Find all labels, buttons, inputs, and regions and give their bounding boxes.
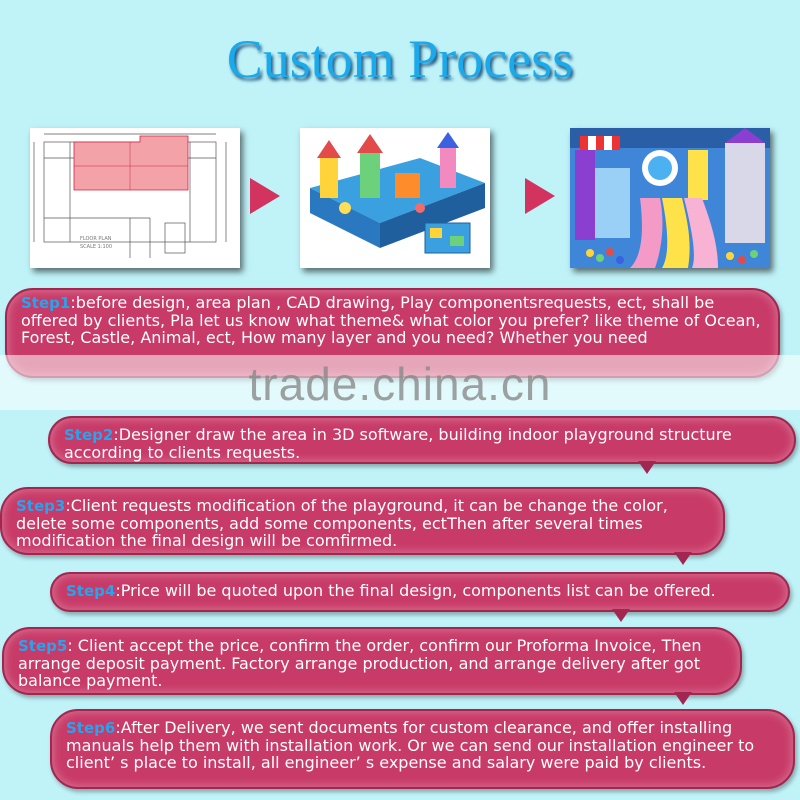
cad-caption-line1: FLOOR PLAN: [80, 236, 112, 242]
watermark-band: [0, 355, 800, 410]
step6-bubble: Step6:After Delivery, we sent documents …: [50, 709, 795, 789]
finished-playground-image: [570, 128, 770, 268]
bubble-tail: [674, 692, 692, 705]
step5-label: Step5: [18, 637, 68, 655]
step1-label: Step1: [21, 294, 71, 312]
bubble-tail: [674, 552, 692, 565]
cad-drawing-image: FLOOR PLAN SCALE 1:100: [30, 128, 240, 268]
bubble-tail: [638, 461, 656, 474]
step3-label: Step3: [16, 497, 66, 515]
watermark: trade.china.cn: [248, 358, 552, 410]
step2-label: Step2: [64, 426, 114, 444]
step6-label: Step6: [66, 719, 116, 737]
step6-text: :After Delivery, we sent documents for c…: [66, 718, 755, 772]
arrow-right-icon: [250, 178, 280, 214]
step2-bubble: Step2:Designer draw the area in 3D softw…: [48, 416, 796, 474]
step4-label: Step4: [66, 582, 116, 600]
step3-bubble: Step3:Client requests modification of th…: [0, 487, 725, 565]
step3-text: :Client requests modification of the pla…: [16, 496, 668, 550]
step1-text: :before design, area plan , CAD drawing,…: [21, 293, 761, 347]
bubble-tail: [612, 609, 630, 622]
step5-bubble: Step5: Client accept the price, confirm …: [2, 627, 742, 705]
cad-caption-line2: SCALE 1:100: [80, 244, 112, 250]
page-title: Custom Process: [226, 29, 574, 89]
arrow-right-icon: [525, 178, 555, 214]
floor-plan-graphic: FLOOR PLAN SCALE 1:100: [30, 128, 240, 268]
step4-bubble: Step4:Price will be quoted upon the fina…: [50, 572, 790, 622]
step5-text: : Client accept the price, confirm the o…: [18, 636, 702, 690]
step2-text: :Designer draw the area in 3D software, …: [64, 425, 732, 462]
playground-render-graphic: [300, 128, 490, 268]
step4-text: :Price will be quoted upon the final des…: [115, 581, 716, 600]
3d-render-image: [300, 128, 490, 268]
playground-photo-graphic: [570, 128, 770, 268]
